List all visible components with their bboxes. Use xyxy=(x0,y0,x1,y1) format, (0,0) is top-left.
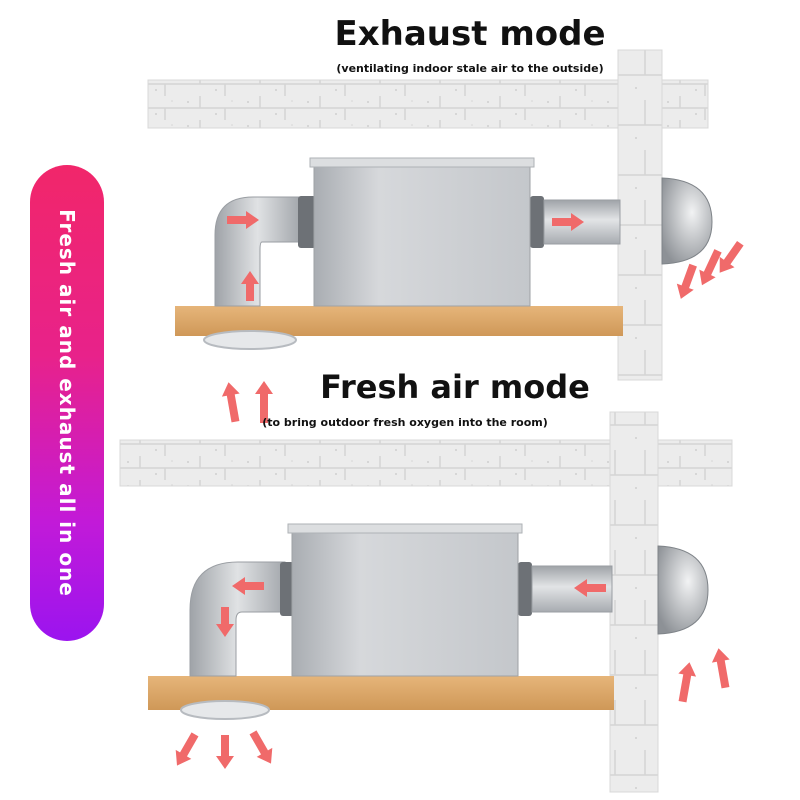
ceiling-grille xyxy=(203,330,297,350)
outdoor-vent-cap xyxy=(661,177,713,265)
airflow-arrows xyxy=(175,211,744,769)
airflow-arrow xyxy=(711,648,730,689)
airflow-arrow xyxy=(676,263,697,299)
fresh-air-mode-scene xyxy=(119,411,733,793)
airflow-arrow xyxy=(574,579,606,597)
airflow-arrow xyxy=(719,240,744,273)
box-top-flange xyxy=(287,523,523,534)
airflow-arrow xyxy=(249,730,273,764)
side-badge: Fresh air and exhaust all in one xyxy=(30,165,104,641)
outdoor-vent-cap xyxy=(657,545,709,635)
airflow-arrow xyxy=(216,607,234,637)
ventilation-unit-box xyxy=(291,527,519,677)
airflow-arrow xyxy=(216,735,234,769)
ceiling-slab xyxy=(147,79,709,129)
airflow-arrow xyxy=(227,211,259,229)
exterior-wall xyxy=(609,411,659,793)
airflow-arrow xyxy=(678,662,697,703)
elbow-duct xyxy=(214,196,301,307)
duct-collar xyxy=(518,562,532,616)
box-top-flange xyxy=(309,157,535,168)
duct-collar xyxy=(530,196,544,248)
exhaust-mode-scene xyxy=(147,49,713,381)
exhaust-mode-subtitle: (ventilating indoor stale air to the out… xyxy=(336,62,604,75)
side-badge-label: Fresh air and exhaust all in one xyxy=(55,209,79,597)
exhaust-mode-title: Exhaust mode xyxy=(334,14,606,54)
fresh-air-mode-title: Fresh air mode xyxy=(320,368,590,406)
airflow-arrow xyxy=(175,732,199,766)
airflow-arrow xyxy=(241,271,259,301)
ventilation-unit-box xyxy=(313,161,531,307)
duct-collar xyxy=(298,196,316,248)
fresh-air-mode-subtitle: (to bring outdoor fresh oxygen into the … xyxy=(262,416,548,429)
elbow-duct xyxy=(189,561,286,677)
airflow-arrow xyxy=(255,381,273,423)
exterior-wall xyxy=(617,49,663,381)
airflow-arrow xyxy=(699,249,722,286)
airflow-arrow xyxy=(552,213,584,231)
airflow-arrow xyxy=(221,382,240,423)
airflow-arrow xyxy=(232,577,264,595)
ceiling-grille xyxy=(180,700,270,720)
duct-collar xyxy=(280,562,294,616)
